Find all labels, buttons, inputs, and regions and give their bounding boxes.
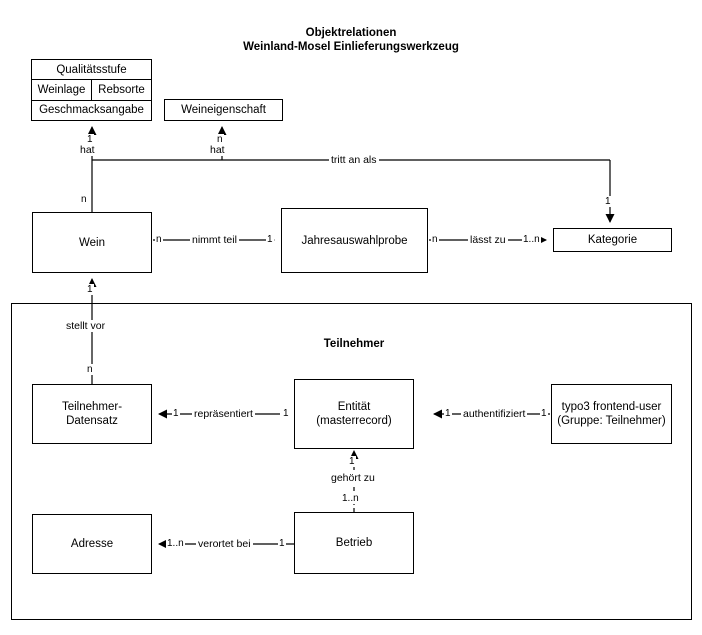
stack-cell-qualitaetsstufe[interactable]: Qualitätsstufe [56,63,127,76]
relation-label-repraesentiert: repräsentiert [192,408,255,420]
cardinality-verortet-bei-to: 1..n [166,538,185,549]
relation-label-gehoert-zu: gehört zu [329,472,377,484]
entity-label: Adresse [70,538,114,550]
cardinality-hat-qualitaet-from: n [80,194,88,205]
relation-label-nimmt-teil: nimmt teil [190,234,239,246]
group-teilnehmer-title: Teilnehmer [323,338,385,350]
stack-row: Weinlage Rebsorte [32,80,151,101]
entity-wine-attributes-stack[interactable]: Qualitätsstufe Weinlage Rebsorte Geschma… [31,59,152,121]
entity-entitaet-masterrecord[interactable]: Entität (masterrecord) [294,379,414,449]
cardinality-authentifiziert-from: 1 [540,408,548,419]
stack-row: Geschmacksangabe [32,101,151,120]
cardinality-nimmt-teil-from: n [155,234,163,245]
entity-label: Wein [79,236,105,249]
entity-adresse[interactable]: Adresse [32,514,152,574]
entity-label: Weineigenschaft [181,104,266,116]
stack-cell-geschmacksangabe[interactable]: Geschmacksangabe [39,104,144,117]
entity-kategorie[interactable]: Kategorie [553,228,672,252]
stack-row: Qualitätsstufe [32,60,151,81]
cardinality-laesst-zu-from: n [431,234,439,245]
cardinality-stellt-vor-from: n [86,364,94,375]
cardinality-laesst-zu-to: 1..n [522,234,541,245]
stack-cell-weinlage[interactable]: Weinlage [32,80,92,100]
entity-label-line2: (Gruppe: Teilnehmer) [557,415,666,427]
relation-label-authentifiziert: authentifiziert [461,408,528,420]
group-teilnehmer [11,303,692,620]
cardinality-repraesentiert-to: 1 [172,408,180,419]
entity-label: Kategorie [587,234,638,246]
entity-label-line1: typo3 frontend-user [561,401,662,413]
cardinality-verortet-bei-from: 1 [278,538,286,549]
cardinality-authentifiziert-to: 1 [444,408,452,419]
cardinality-gehoert-zu-from: 1..n [341,493,360,504]
diagram-title-line2: Weinland-Mosel Einlieferungswerkzeug [243,41,459,53]
stack-cell-rebsorte[interactable]: Rebsorte [98,83,145,96]
cardinality-nimmt-teil-to: 1 [266,234,274,245]
cardinality-tritt-an-als-to: 1 [604,196,612,207]
cardinality-stellt-vor-to: 1 [86,284,94,295]
cardinality-repraesentiert-from: 1 [282,408,290,419]
relation-label-verortet-bei: verortet bei [196,538,253,550]
entity-typo3-frontend-user[interactable]: typo3 frontend-user (Gruppe: Teilnehmer) [551,384,672,444]
cardinality-hat-qualitaet-to: 1 [86,134,94,145]
entity-label: Jahresauswahlprobe [301,234,408,247]
entity-weineigenschaft[interactable]: Weineigenschaft [164,99,283,121]
entity-jahresauswahlprobe[interactable]: Jahresauswahlprobe [281,208,428,273]
diagram-title-line1: Objektrelationen [305,27,397,39]
entity-betrieb[interactable]: Betrieb [294,512,414,574]
entity-label: Entität (masterrecord) [316,401,392,427]
entity-label: Teilnehmer-Datensatz [61,401,123,427]
relation-label-laesst-zu: lässt zu [468,234,508,246]
relation-label-stellt-vor: stellt vor [64,320,108,332]
relation-label-hat-weineigenschaft: hat [208,144,227,156]
relation-label-tritt-an-als: tritt an als [329,154,379,166]
relation-label-hat-qualitaet: hat [78,144,97,156]
entity-teilnehmer-datensatz[interactable]: Teilnehmer-Datensatz [32,384,152,444]
cardinality-gehoert-zu-to: 1 [348,456,356,467]
entity-wein[interactable]: Wein [32,212,152,273]
cardinality-hat-weineigenschaft: n [216,134,224,145]
entity-label: Betrieb [335,537,373,549]
